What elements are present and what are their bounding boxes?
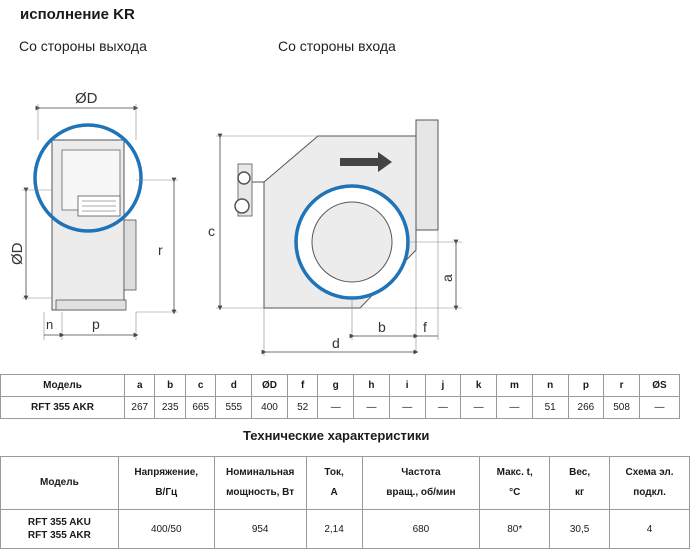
- dim-cell: 555: [215, 396, 253, 419]
- dim-cell: 266: [567, 396, 605, 419]
- tech-header-model: Модель: [0, 456, 119, 510]
- dim-cell: —: [638, 396, 681, 419]
- tech-header-weight: Вес,кг: [549, 456, 611, 510]
- dim-header-cell: h: [353, 374, 390, 397]
- inlet-side-drawing: c a b f d: [208, 119, 462, 356]
- dim-header-cell: ØS: [638, 374, 681, 397]
- tech-cell: 680: [361, 509, 481, 549]
- dim-cell: —: [460, 396, 498, 419]
- outlet-view-label: Со стороны выхода: [19, 38, 147, 54]
- dim-f-label: f: [423, 319, 427, 335]
- dim-header-cell: c: [184, 374, 217, 397]
- dim-cell: 51: [531, 396, 569, 419]
- dim-header-cell: m: [496, 374, 533, 397]
- tech-cell: 4: [609, 509, 690, 549]
- dim-cell: 52: [286, 396, 319, 419]
- tech-specs-title: Технические характеристики: [243, 428, 430, 443]
- dim-header-cell: p: [567, 374, 605, 397]
- dim-dia-left-label: ØD: [9, 242, 26, 265]
- dim-header-cell: d: [215, 374, 253, 397]
- tech-header-wiring: Схема эл.подкл.: [609, 456, 690, 510]
- dim-cell: —: [424, 396, 462, 419]
- dim-header-cell: k: [460, 374, 498, 397]
- dimensions-header-row: Модель a b c d ØD f g h i j k m n p r ØS: [0, 374, 681, 397]
- dim-header-cell: g: [317, 374, 355, 397]
- page-title: исполнение KR: [20, 6, 135, 23]
- outlet-side-drawing: ØD ØD r n p: [9, 90, 178, 340]
- dim-header-cell: i: [388, 374, 426, 397]
- dim-cell: —: [317, 396, 355, 419]
- dim-cell: —: [388, 396, 426, 419]
- dim-b-label: b: [378, 319, 386, 335]
- dim-cell: —: [496, 396, 533, 419]
- dim-n-label: n: [46, 317, 53, 332]
- tech-header-current: Ток,А: [305, 456, 363, 510]
- dim-r-label: r: [158, 242, 163, 258]
- dim-cell: 267: [124, 396, 156, 419]
- dim-c-label: c: [208, 223, 215, 239]
- dim-header-cell: r: [603, 374, 640, 397]
- dim-cell: 508: [603, 396, 640, 419]
- dim-cell: 400: [251, 396, 288, 419]
- tech-header-voltage: Напряжение,В/Гц: [117, 456, 215, 510]
- dim-cell: 235: [154, 396, 186, 419]
- dimensions-table: Модель a b c d ØD f g h i j k m n p r ØS…: [0, 374, 681, 419]
- dim-header-cell: n: [531, 374, 569, 397]
- dim-dia-top-label: ØD: [75, 90, 98, 107]
- dim-d-label: d: [332, 335, 340, 351]
- dim-header-cell: a: [124, 374, 156, 397]
- dim-header-cell: f: [286, 374, 319, 397]
- tech-cell: 2,14: [305, 509, 363, 549]
- tech-cell: 400/50: [117, 509, 215, 549]
- dim-header-cell: Модель: [0, 374, 126, 397]
- dim-a-label: a: [439, 274, 455, 282]
- dim-header-cell: j: [424, 374, 462, 397]
- inlet-view-label: Со стороны входа: [278, 38, 396, 54]
- tech-header-max-temp: Макс. t,°С: [479, 456, 551, 510]
- dim-p-label: p: [92, 316, 100, 332]
- tech-cell: 30,5: [549, 509, 611, 549]
- dim-cell-model: RFT 355 AKR: [0, 396, 126, 419]
- tech-cell: 954: [213, 509, 307, 549]
- dim-cell: —: [353, 396, 390, 419]
- dim-header-cell: ØD: [251, 374, 288, 397]
- table-row: RFT 355 AKR 267 235 665 555 400 52 — — —…: [0, 396, 681, 419]
- dim-header-cell: b: [154, 374, 186, 397]
- dim-cell: 665: [184, 396, 217, 419]
- tech-cell: 80*: [479, 509, 551, 549]
